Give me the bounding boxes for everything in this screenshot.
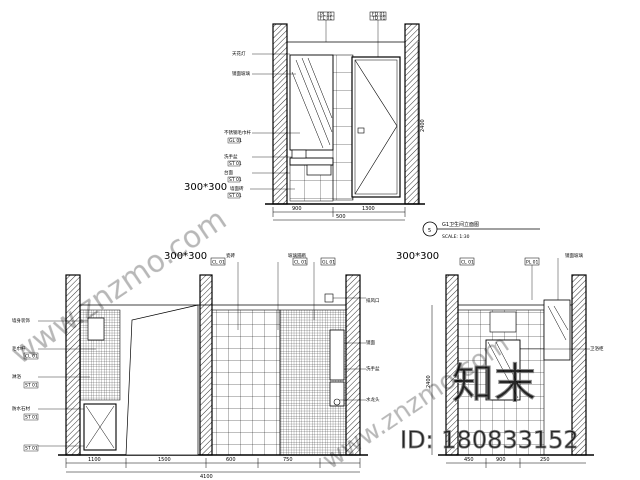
svg-text:FL 01: FL 01 <box>320 16 332 22</box>
bl-left-leaders: 墙身装饰 毛巾杆 CL 01 淋浴 ST 01 防水石材 ST 01 ST 01 <box>12 317 96 452</box>
svg-text:2400: 2400 <box>420 119 426 132</box>
svg-text:卫浴柜: 卫浴柜 <box>590 345 604 352</box>
svg-text:ST 01: ST 01 <box>25 446 38 452</box>
elevation-title: G1卫生间立面图 <box>442 221 479 228</box>
br-dimensions: 2400 450 900 250 <box>426 305 586 468</box>
bl-wall-mid <box>199 274 213 456</box>
svg-text:镜面玻璃: 镜面玻璃 <box>232 70 250 77</box>
svg-text:毛巾杆: 毛巾杆 <box>12 345 26 352</box>
svg-text:镜面玻璃: 镜面玻璃 <box>565 252 583 259</box>
svg-text:淋浴: 淋浴 <box>12 373 21 380</box>
tag-top-1: FL 01 PL 01 <box>317 12 335 42</box>
svg-text:ST 01: ST 01 <box>229 161 242 167</box>
svg-text:洗手盆: 洗手盆 <box>224 153 238 160</box>
section-number: 5 <box>428 228 431 234</box>
svg-text:TD 01: TD 01 <box>371 16 386 22</box>
bl-tags-top: CL 01 CL 01 GL 01 瓷砖 玻璃隔断 <box>210 252 335 330</box>
top-elevation: FL 01 PL 01 TD 01 FD 01 天花灯 镜面玻璃 不锈钢毛巾杆 … <box>184 12 540 240</box>
svg-text:1100: 1100 <box>88 457 101 463</box>
svg-text:ST 01: ST 01 <box>25 415 38 421</box>
wall-left <box>272 23 288 205</box>
svg-text:GL 01: GL 01 <box>322 260 335 266</box>
svg-text:1300: 1300 <box>362 206 375 212</box>
svg-text:瓷砖: 瓷砖 <box>226 252 235 259</box>
svg-text:900: 900 <box>496 457 506 463</box>
svg-text:台面: 台面 <box>224 169 233 176</box>
door <box>351 56 401 198</box>
bl-shower-tray <box>83 403 117 451</box>
bl-dimensions: 1100 1500 600 750 4100 <box>65 457 361 480</box>
top-elevation-title: 5 G1卫生间立面图 SCALE: 1:30 <box>422 221 540 240</box>
svg-text:不锈钢毛巾杆: 不锈钢毛巾杆 <box>224 129 251 136</box>
svg-text:450: 450 <box>464 457 474 463</box>
svg-text:ST 01: ST 01 <box>229 177 242 183</box>
elevation-scale: SCALE: 1:30 <box>442 234 470 240</box>
br-mirror <box>543 299 571 361</box>
logo-chars: 知末 <box>452 359 536 408</box>
bl-mirror <box>329 329 345 381</box>
top-left-leaders: 天花灯 镜面玻璃 不锈钢毛巾杆 GL 01 洗手盆 ST 01 台面 ST 01… <box>184 50 300 199</box>
svg-text:900: 900 <box>292 206 302 212</box>
svg-text:CL 01: CL 01 <box>25 354 38 360</box>
svg-text:镜面: 镜面 <box>366 339 375 346</box>
svg-text:防水石材: 防水石材 <box>12 405 30 412</box>
wall-right <box>404 23 420 205</box>
svg-text:水龙头: 水龙头 <box>366 396 380 403</box>
svg-text:500: 500 <box>336 214 346 220</box>
svg-text:GL 01: GL 01 <box>229 138 242 144</box>
svg-text:PL 01: PL 01 <box>320 12 333 18</box>
svg-text:300*300: 300*300 <box>164 251 207 262</box>
svg-text:FD 01: FD 01 <box>372 12 385 18</box>
svg-text:墙面砖: 墙面砖 <box>230 185 244 192</box>
svg-text:天花灯: 天花灯 <box>232 50 246 57</box>
svg-text:250: 250 <box>540 457 550 463</box>
logo-watermark: 知末 ID: 180833152 <box>400 359 580 455</box>
svg-text:300*300: 300*300 <box>184 182 227 193</box>
vanity-counter <box>289 157 334 166</box>
svg-text:排风口: 排风口 <box>366 297 380 304</box>
bl-glass-partition <box>125 304 199 456</box>
svg-text:1500: 1500 <box>158 457 171 463</box>
top-dimensions: 900 1300 500 2400 <box>272 42 426 221</box>
svg-text:PL 01: PL 01 <box>526 260 539 266</box>
svg-text:4100: 4100 <box>200 474 213 480</box>
bottom-left-elevation: 300*300 CL 01 CL 01 GL 01 瓷砖 玻璃隔断 墙身装饰 毛… <box>12 251 380 480</box>
svg-text:300*300: 300*300 <box>396 251 439 262</box>
svg-text:2400: 2400 <box>426 375 432 388</box>
svg-text:CL 01: CL 01 <box>212 260 225 266</box>
svg-text:600: 600 <box>226 457 236 463</box>
watermark-id: ID: 180833152 <box>400 426 579 454</box>
tag-top-2: TD 01 FD 01 <box>369 12 387 57</box>
svg-text:玻璃隔断: 玻璃隔断 <box>288 252 306 259</box>
svg-text:洗手盆: 洗手盆 <box>366 365 380 372</box>
svg-text:墙身装饰: 墙身装饰 <box>12 317 30 324</box>
bl-right-leaders: 排风口 镜面 洗手盆 水龙头 <box>333 297 380 403</box>
bottom-right-elevation: 300*300 CL 01 PL 01 镜面玻璃 卫浴柜 2400 450 90… <box>396 251 604 468</box>
svg-text:CL 01: CL 01 <box>294 260 307 266</box>
mirror <box>289 54 334 151</box>
svg-text:ST 01: ST 01 <box>229 193 242 199</box>
svg-text:ST 01: ST 01 <box>25 383 38 389</box>
svg-text:CL 01: CL 01 <box>461 260 474 266</box>
svg-text:750: 750 <box>283 457 293 463</box>
